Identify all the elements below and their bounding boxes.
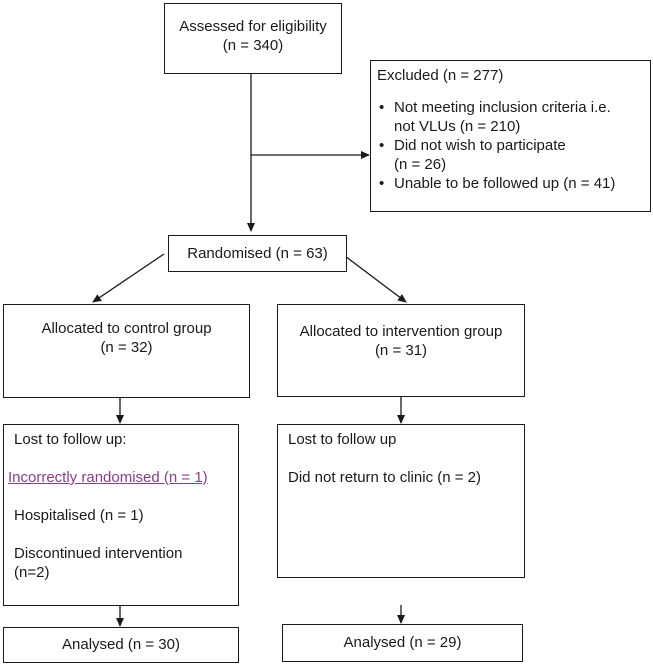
assessed-title: Assessed for eligibility	[179, 18, 327, 35]
excluded-item-unable: Unable to be followed up (n = 41)	[377, 174, 650, 193]
arrow-randomised-to-control	[92, 253, 165, 303]
control-lost-hospitalised: Hospitalised (n = 1)	[14, 507, 144, 524]
intervention-analysed-label: Analysed (n = 29)	[343, 634, 462, 651]
control-allocated-title: Allocated to control group	[41, 320, 212, 337]
excluded-title: Excluded (n = 277)	[377, 67, 504, 84]
intervention-allocated-box: Allocated to intervention group (n = 31)	[277, 304, 525, 397]
assessed-count: (n = 340)	[222, 37, 284, 54]
excluded-item-declined: Did not wish to participate (n = 26)	[377, 136, 650, 174]
control-lost-discontinued: Discontinued intervention (n=2)	[14, 545, 183, 581]
randomised-label: Randomised (n = 63)	[187, 245, 328, 262]
excluded-item-criteria: Not meeting inclusion criteria i.e. not …	[377, 98, 650, 136]
control-lost-title: Lost to follow up:	[14, 431, 127, 448]
arrow-randomised-to-intervention	[344, 255, 407, 303]
incorrectly-randomised-link[interactable]: Incorrectly randomised (n = 1)	[8, 469, 208, 486]
control-analysed-label: Analysed (n = 30)	[62, 636, 180, 653]
intervention-lost-title: Lost to follow up	[288, 431, 397, 448]
intervention-lost-box: Lost to follow up Did not return to clin…	[277, 424, 525, 578]
assessed-box: Assessed for eligibility (n = 340)	[164, 3, 342, 74]
control-allocated-box: Allocated to control group (n = 32)	[3, 304, 250, 398]
control-allocated-count: (n = 32)	[100, 339, 153, 356]
intervention-allocated-count: (n = 31)	[374, 342, 428, 359]
excluded-list: Not meeting inclusion criteria i.e. not …	[377, 98, 650, 193]
randomised-box: Randomised (n = 63)	[168, 235, 347, 272]
excluded-box: Excluded (n = 277) Not meeting inclusion…	[370, 60, 651, 212]
intervention-analysed-box: Analysed (n = 29)	[282, 624, 523, 662]
control-lost-box: Lost to follow up: Incorrectly randomise…	[3, 424, 239, 606]
intervention-lost-clinic: Did not return to clinic (n = 2)	[288, 469, 482, 486]
control-analysed-box: Analysed (n = 30)	[3, 627, 239, 663]
intervention-allocated-title: Allocated to intervention group	[299, 323, 503, 340]
